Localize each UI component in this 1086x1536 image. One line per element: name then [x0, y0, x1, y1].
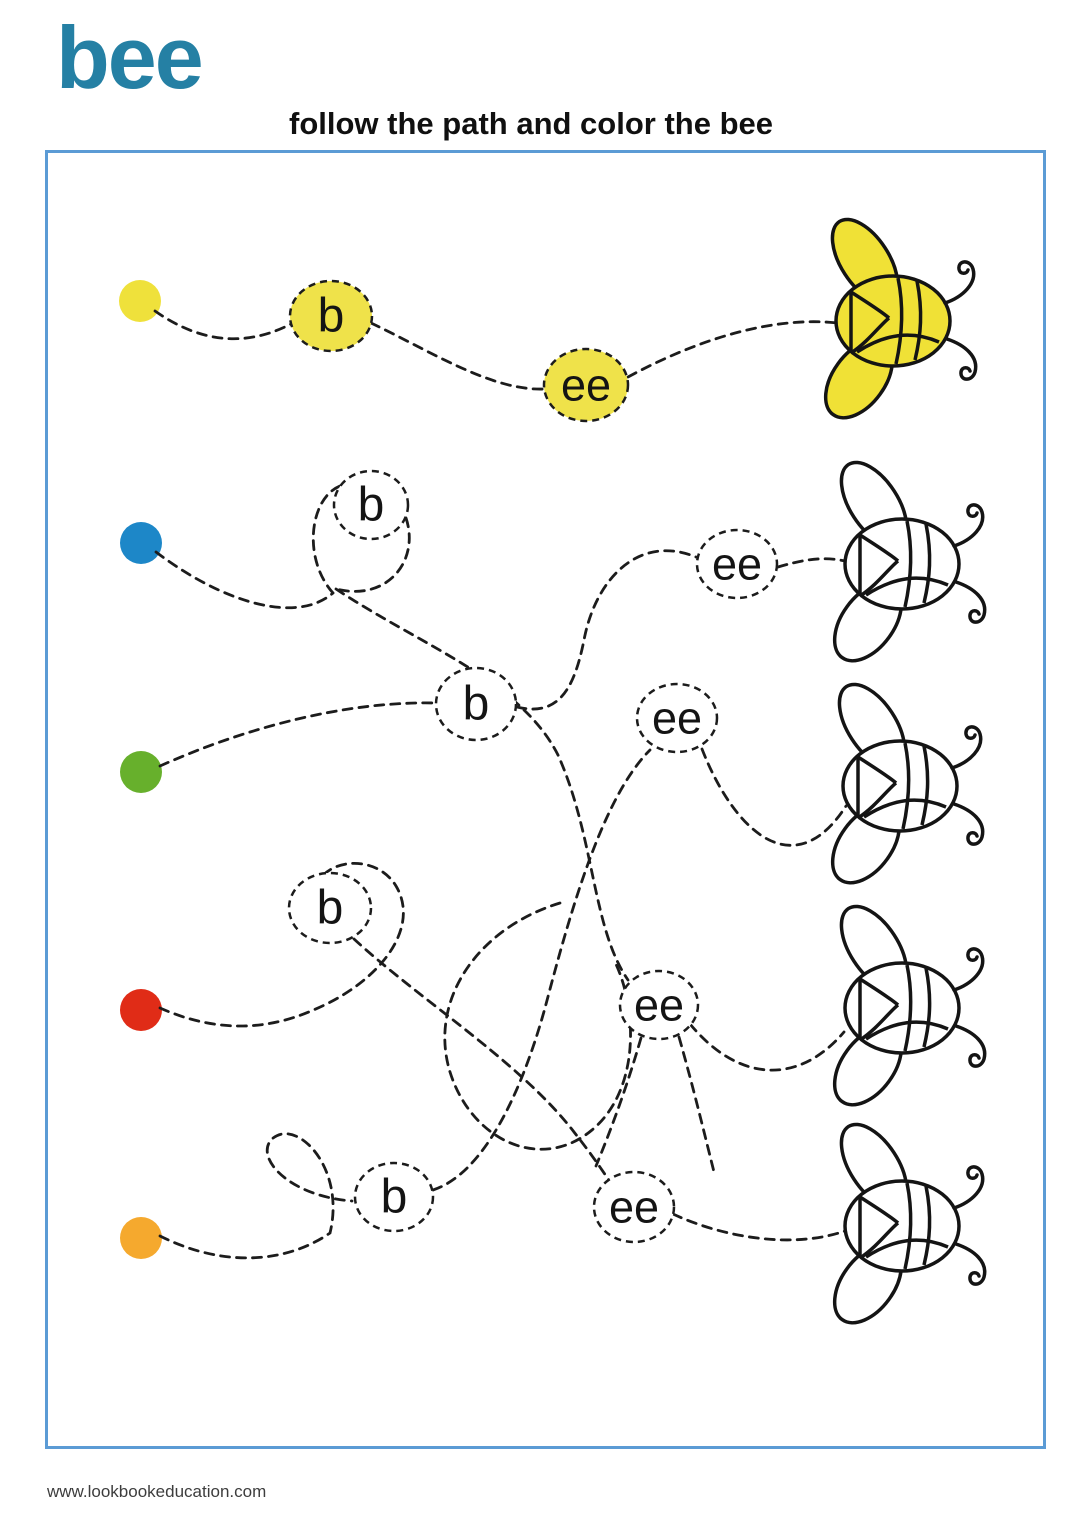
- path-red-3: [671, 1212, 847, 1242]
- instruction-text: follow the path and color the bee: [289, 106, 773, 141]
- circle-b-row1: [288, 279, 374, 353]
- bee-outline-3: [817, 671, 985, 897]
- circle-ee-row4: [618, 969, 700, 1041]
- bee-outline-2: [819, 449, 987, 675]
- path-blue-4: [334, 587, 630, 982]
- path-blue-1: [154, 550, 335, 610]
- path-tangle-leg-2: [677, 1035, 716, 1174]
- label-b-row4: b: [317, 882, 344, 935]
- label-ee-row5: ee: [609, 1182, 659, 1233]
- circle-b-row2: [332, 469, 410, 541]
- path-blue-5: [688, 1022, 846, 1072]
- circle-b-row3: [434, 666, 518, 742]
- circle-ee-row5: [592, 1170, 676, 1244]
- path-red-1: [158, 862, 405, 1028]
- label-b-row1: b: [318, 290, 345, 343]
- path-tangle-loop: [443, 901, 632, 1151]
- path-blue-3: [334, 516, 411, 593]
- label-ee-row3: ee: [652, 693, 702, 744]
- start-dot-green: [120, 751, 162, 793]
- path-orange-3: [700, 747, 848, 847]
- path-green-3: [776, 557, 847, 569]
- start-dot-orange: [120, 1217, 162, 1259]
- path-red-2: [352, 937, 616, 1190]
- circle-b-row4: [287, 871, 373, 945]
- label-b-row3: b: [463, 678, 490, 731]
- path-yellow-2: [369, 321, 546, 391]
- label-b-row5: b: [381, 1171, 408, 1224]
- path-orange-2: [431, 748, 652, 1192]
- start-dot-yellow: [119, 280, 161, 322]
- circle-ee-row1: [542, 347, 630, 423]
- circle-ee-row3: [635, 682, 719, 754]
- website-url: www.lookbookeducation.com: [47, 1482, 267, 1501]
- bee-outline-5: [819, 1111, 987, 1337]
- path-blue-2: [311, 484, 342, 595]
- label-ee-row2: ee: [712, 539, 762, 590]
- path-yellow-1: [153, 309, 293, 341]
- path-green-1: [158, 701, 437, 768]
- bee-outline-4: [819, 893, 987, 1119]
- start-dot-red: [120, 989, 162, 1031]
- label-b-row2: b: [358, 479, 385, 532]
- page-title: bee: [56, 8, 204, 107]
- circle-ee-row2: [695, 528, 779, 600]
- path-tangle-leg-1: [594, 1036, 643, 1168]
- label-ee-row4: ee: [634, 980, 684, 1031]
- label-ee-row1: ee: [561, 360, 611, 411]
- bee-colored: [810, 206, 978, 432]
- start-dot-blue: [120, 522, 162, 564]
- path-orange-1: [158, 1132, 354, 1260]
- path-yellow-3: [626, 320, 839, 379]
- path-green-2: [515, 549, 698, 711]
- circle-b-row5: [353, 1161, 435, 1233]
